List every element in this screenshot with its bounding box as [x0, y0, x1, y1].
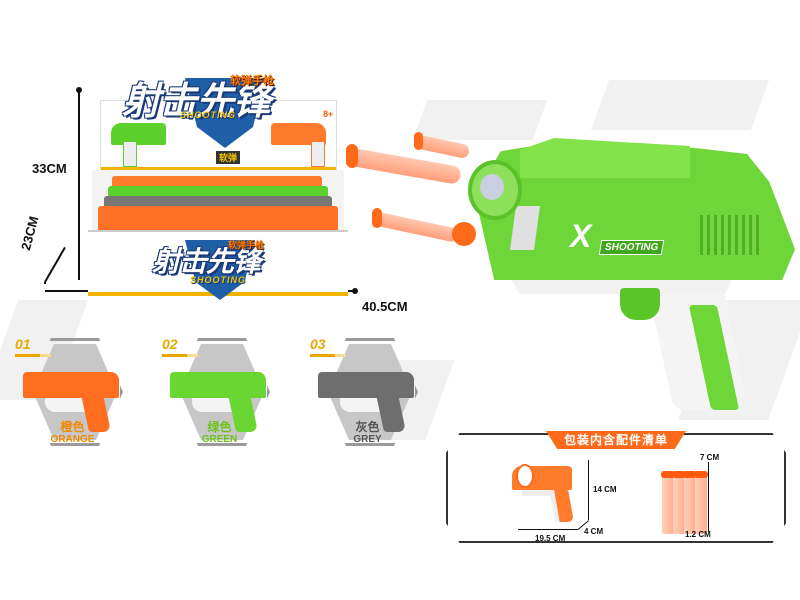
variant-label-cn: 灰色	[355, 420, 380, 434]
variant-bar	[15, 354, 51, 357]
gun-slide	[520, 138, 690, 178]
loaded-dart-tip	[452, 222, 476, 246]
dart-diameter-label: 1.2 CM	[685, 530, 711, 539]
x-logo: X	[570, 218, 592, 254]
variant-number: 01	[15, 336, 31, 352]
gun-bore	[480, 174, 504, 200]
brand-title-front: 射击先锋	[152, 246, 261, 277]
gun-length-line	[518, 529, 578, 530]
dart-tip	[414, 132, 423, 150]
variant-orange: 01 橙色 ORANGE	[15, 336, 130, 451]
package-height-label: 33CM	[32, 161, 67, 176]
green-gun-grip	[123, 141, 137, 167]
accessory-dart	[683, 471, 697, 534]
yellow-stripe	[101, 167, 336, 171]
accessories-title: 包装内含配件清单	[546, 431, 686, 449]
display-box: 8+ 软弹 射击先锋 软弹手枪 SHOOTING 射击先锋 软弹手枪 SHOOT…	[80, 75, 355, 302]
gun-length-label: 19.5 CM	[535, 534, 566, 543]
variant-gun-body	[23, 372, 119, 398]
orange-gun-image	[271, 123, 326, 145]
soft-dart-label: 软弹	[216, 151, 241, 164]
dart-length-label: 7 CM	[700, 453, 720, 462]
dimension-dot	[352, 288, 358, 294]
gun-row-green	[108, 186, 328, 198]
gun-row-orange	[112, 176, 322, 188]
variant-grey: 03 灰色 GREY	[310, 336, 425, 451]
height-dimension-line	[78, 90, 80, 280]
brand-subtitle-front: 软弹手枪	[228, 240, 265, 250]
depth-dimension-line	[44, 282, 46, 284]
gun-height-line	[588, 460, 589, 520]
variant-number: 02	[162, 336, 178, 352]
variant-label-en: GREY	[353, 434, 382, 445]
accessory-gun-muzzle	[516, 464, 534, 488]
gun-width-label: 4 CM	[584, 527, 604, 536]
brand-english-front: SHOOTING	[190, 275, 247, 285]
variant-gun-body	[170, 372, 266, 398]
gun-trigger	[620, 288, 660, 320]
dart-tip	[372, 208, 382, 228]
accessory-dart	[672, 471, 686, 534]
green-gun-image	[111, 123, 166, 145]
variant-bar	[162, 354, 198, 357]
accessory-dart	[694, 471, 708, 534]
dimension-dot	[76, 87, 82, 93]
brand-title-top: 射击先锋	[122, 81, 271, 123]
gun-row-grey	[104, 196, 332, 208]
age-label: 8+	[323, 109, 334, 119]
gun-vent	[700, 215, 760, 255]
gun-row-front	[98, 206, 338, 232]
variant-green: 02 绿色 GREEN	[162, 336, 277, 451]
gun-height-label: 14 CM	[593, 485, 617, 494]
variant-gun-body	[318, 372, 414, 398]
variant-number: 03	[310, 336, 326, 352]
package-width-label: 40.5CM	[362, 299, 408, 314]
variant-label-cn: 橙色	[60, 420, 85, 434]
brand-english-top: SHOOTING	[180, 110, 237, 120]
variant-label-cn: 绿色	[207, 420, 232, 434]
variant-label-en: GREEN	[201, 434, 238, 445]
brand-subtitle-top: 软弹手枪	[230, 75, 274, 87]
variant-bar	[310, 354, 346, 357]
accessory-dart	[661, 471, 675, 534]
accessory-gun-frame	[522, 486, 560, 496]
orange-gun-grip	[311, 141, 325, 167]
dart-tip	[346, 144, 358, 168]
dart-length-line	[708, 462, 709, 532]
variant-label-en: ORANGE	[50, 434, 95, 445]
shooting-badge: SHOOTING	[598, 240, 665, 255]
